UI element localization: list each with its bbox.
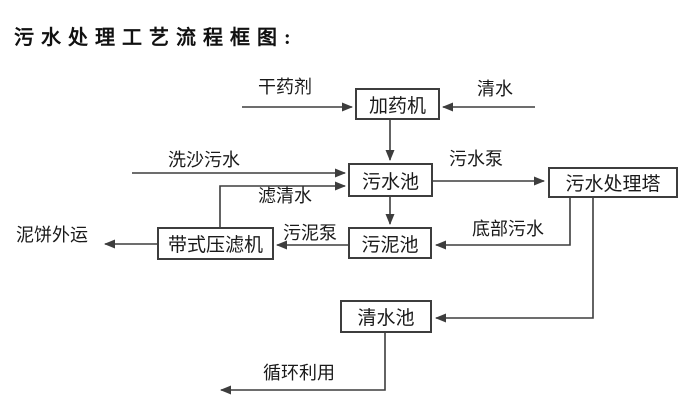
node-clean-water-pool-label: 清水池 <box>357 308 415 329</box>
edge-tower-to-clean-pool <box>435 197 594 323</box>
node-treatment-tower-label: 污水处理塔 <box>565 174 661 195</box>
node-dosing-machine-label: 加药机 <box>368 95 426 117</box>
node-belt-filter-press-label: 带式压滤机 <box>167 235 263 256</box>
node-clean-water-pool: 清水池 <box>340 300 432 333</box>
node-sewage-pool: 污水池 <box>348 163 433 197</box>
label-filtered-water: 滤清水 <box>258 186 312 206</box>
label-clean-water: 清水 <box>477 79 513 99</box>
node-belt-filter-press: 带式压滤机 <box>157 227 274 260</box>
edge-clean-pool-to-recycling <box>220 333 386 395</box>
label-recycling: 循环利用 <box>263 363 335 383</box>
node-dosing-machine: 加药机 <box>355 88 440 120</box>
label-sludge-pump: 污泥泵 <box>283 223 337 243</box>
label-sand-washing-sewage: 洗沙污水 <box>168 150 240 170</box>
page-title: 污水处理工艺流程框图: <box>14 27 298 49</box>
node-sludge-pool-label: 污泥池 <box>361 234 419 256</box>
node-treatment-tower: 污水处理塔 <box>548 167 678 198</box>
node-sewage-pool-label: 污水池 <box>361 171 419 193</box>
label-bottom-sewage: 底部污水 <box>472 219 544 239</box>
label-sewage-pump: 污水泵 <box>449 149 503 169</box>
edge-filtered-water-to-sewage-pool <box>219 181 346 227</box>
edge-bottom-sewage-to-sludge-pool <box>435 197 571 250</box>
node-sludge-pool: 污泥池 <box>348 227 432 259</box>
label-mud-cake-out: 泥饼外运 <box>16 225 88 245</box>
label-dry-chemical: 干药剂 <box>258 77 312 97</box>
